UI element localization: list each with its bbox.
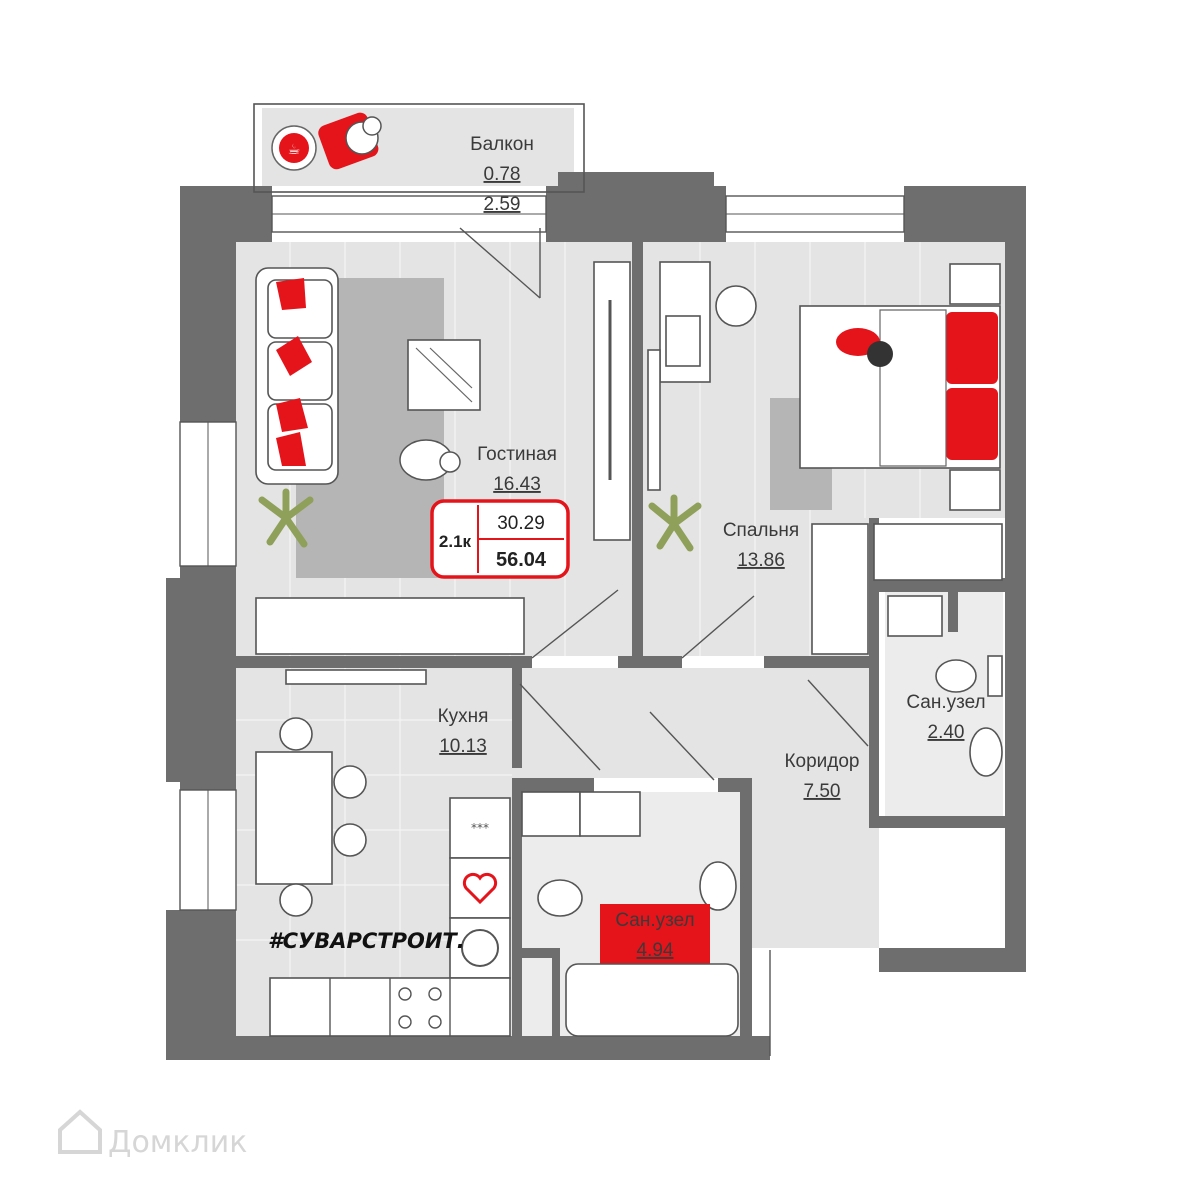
radiator-icon [285,669,427,685]
boiler-icon [521,791,581,837]
pillow [946,312,998,384]
windows [179,195,905,911]
living-room-furniture [255,261,631,659]
pillow [946,388,998,460]
nightstand-icon [949,263,1001,305]
house-icon [58,1109,102,1154]
watermark-text: Домклик [108,1125,247,1160]
living-area: 30.29 [497,513,545,534]
area-summary-badge: 2.1к 30.29 56.04 [430,499,570,579]
main-bathroom-name: Сан.узел [615,910,694,931]
cat-icon [399,439,461,481]
total-area: 56.04 [496,549,547,571]
person-on-chair-icon [318,112,382,170]
balcony-name: Балкон [470,134,534,155]
person-icon [836,328,893,367]
chair-icon [715,285,757,327]
chair-icon [279,717,313,751]
svg-text:☕: ☕ [288,142,301,158]
corridor-name: Коридор [784,751,859,772]
svg-text:***: *** [471,821,489,835]
bathtub-icon [565,963,739,1037]
kitchen-name: Кухня [438,706,489,727]
balcony: ☕ [253,103,585,299]
small-bathroom-area: 2.40 [928,722,965,743]
chair-icon [333,823,367,857]
wardrobe-icon [873,523,1003,581]
dining-table-icon [255,751,333,885]
room-labels: Балкон 0.78 2.59 Гостиная 16.43 Спальня … [438,134,986,961]
washing-machine-icon [461,929,499,967]
shower-icon [887,595,943,637]
toilet-icon [935,659,977,693]
sink-icon [699,861,737,911]
bedroom-name: Спальня [723,520,799,541]
fridge-icon [449,797,511,859]
heart-cabinet [449,857,511,919]
walls [166,172,1026,1060]
living-room-name: Гостиная [477,444,557,465]
cabinet-icon [579,791,641,837]
sink-icon [969,727,1003,777]
small-bathroom-name: Сан.узел [906,692,985,713]
tv-stand-icon [593,261,631,541]
balcony-area-1: 0.78 [484,164,521,185]
wardrobe-icon [811,523,869,655]
heart-icon [462,872,498,905]
chair-icon [279,883,313,917]
bedroom-furniture [647,261,1003,659]
corridor-floor-lower [750,778,879,948]
stove-icon [398,987,442,1029]
kitchen-furniture: *** [255,669,601,1037]
nightstand-icon [949,469,1001,511]
plant-icon [258,488,314,548]
chair-icon [333,765,367,799]
corridor-area: 7.50 [804,781,841,802]
bathroom-fixtures [521,595,1003,1056]
brand-logo: #СУВАРСТРОИТ. [268,929,465,953]
balcony-area-2: 2.59 [484,194,521,215]
apartment-type: 2.1к [439,532,472,551]
watermark: Домклик [58,1109,247,1160]
kitchen-area: 10.13 [439,736,487,757]
main-bathroom-area: 4.94 [637,940,674,961]
living-room-area: 16.43 [493,474,541,495]
toilet-icon [537,879,583,917]
wardrobe-icon [255,597,525,655]
bedroom-area: 13.86 [737,550,785,571]
plant-icon [648,494,702,552]
bath-mat [600,904,710,964]
